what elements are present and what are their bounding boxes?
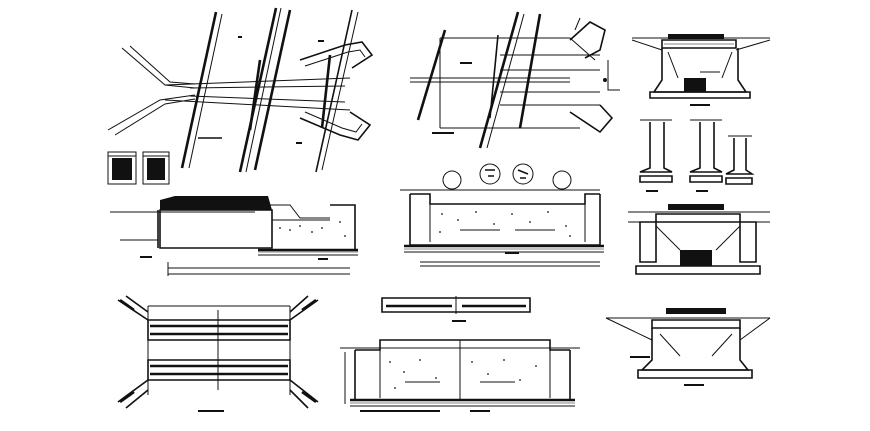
deck-plan-bottom-left	[117, 295, 319, 412]
longitudinal-elevation-left	[110, 196, 358, 276]
pier-details	[639, 119, 755, 192]
cross-section-top-right	[631, 34, 771, 106]
elevation-center	[400, 163, 604, 267]
cross-section-bottom-right	[605, 308, 771, 386]
abutment-elevation-bottom	[340, 339, 580, 412]
site-plan-left	[107, 7, 374, 185]
site-plan-right	[410, 11, 620, 149]
deck-strip-detail	[381, 296, 531, 322]
cross-section-middle-right	[628, 204, 770, 275]
